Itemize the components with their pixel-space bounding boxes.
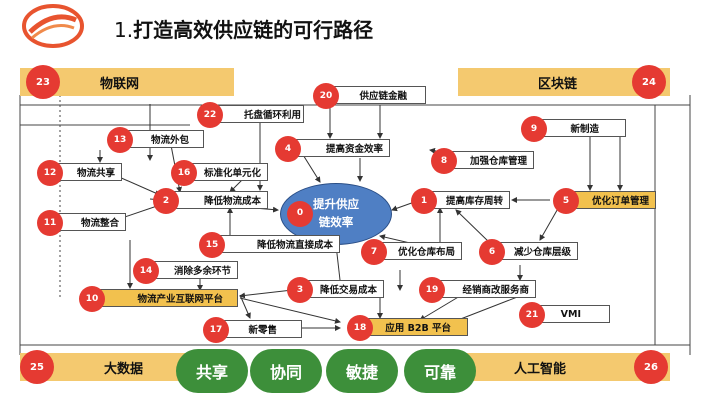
node-number-badge: 1 [411, 188, 437, 214]
node-number-badge: 2 [153, 188, 179, 214]
node-number-badge: 19 [419, 277, 445, 303]
node-number-badge: 14 [133, 258, 159, 284]
node-number-badge: 7 [361, 239, 387, 265]
node-number-badge: 9 [521, 116, 547, 142]
node-number-badge: 4 [275, 136, 301, 162]
page-title: 1.打造高效供应链的可行路径 [114, 18, 374, 42]
node-number-badge: 12 [37, 160, 63, 186]
node-number-badge: 20 [313, 83, 339, 109]
node-number-badge: 0 [287, 201, 313, 227]
node-number-badge: 11 [37, 210, 63, 236]
node-number-badge: 3 [287, 277, 313, 303]
node-number-badge: 18 [347, 315, 373, 341]
node-number-badge: 5 [553, 188, 579, 214]
company-logo-icon [22, 4, 84, 48]
band-number-badge: 23 [26, 65, 60, 99]
band-blockchain: 区块链 24 [458, 65, 670, 99]
band-number-badge: 24 [632, 65, 666, 99]
node-number-badge: 16 [171, 160, 197, 186]
band-ai: 人工智能 26 [452, 350, 670, 384]
band-number-badge: 25 [20, 350, 54, 384]
pill-agile: 敏捷 [326, 349, 398, 393]
node-number-badge: 10 [79, 286, 105, 312]
node-number-badge: 21 [519, 302, 545, 328]
node-number-badge: 6 [479, 239, 505, 265]
node-number-badge: 8 [431, 148, 457, 174]
node-number-badge: 22 [197, 102, 223, 128]
node-number-badge: 15 [199, 232, 225, 258]
node-number-badge: 13 [107, 127, 133, 153]
pill-reliable: 可靠 [404, 349, 476, 393]
pill-collaborate: 协同 [250, 349, 322, 393]
band-number-badge: 26 [634, 350, 668, 384]
node-number-badge: 17 [203, 317, 229, 343]
band-iot: 23 物联网 [20, 65, 234, 99]
pill-share: 共享 [176, 349, 248, 393]
